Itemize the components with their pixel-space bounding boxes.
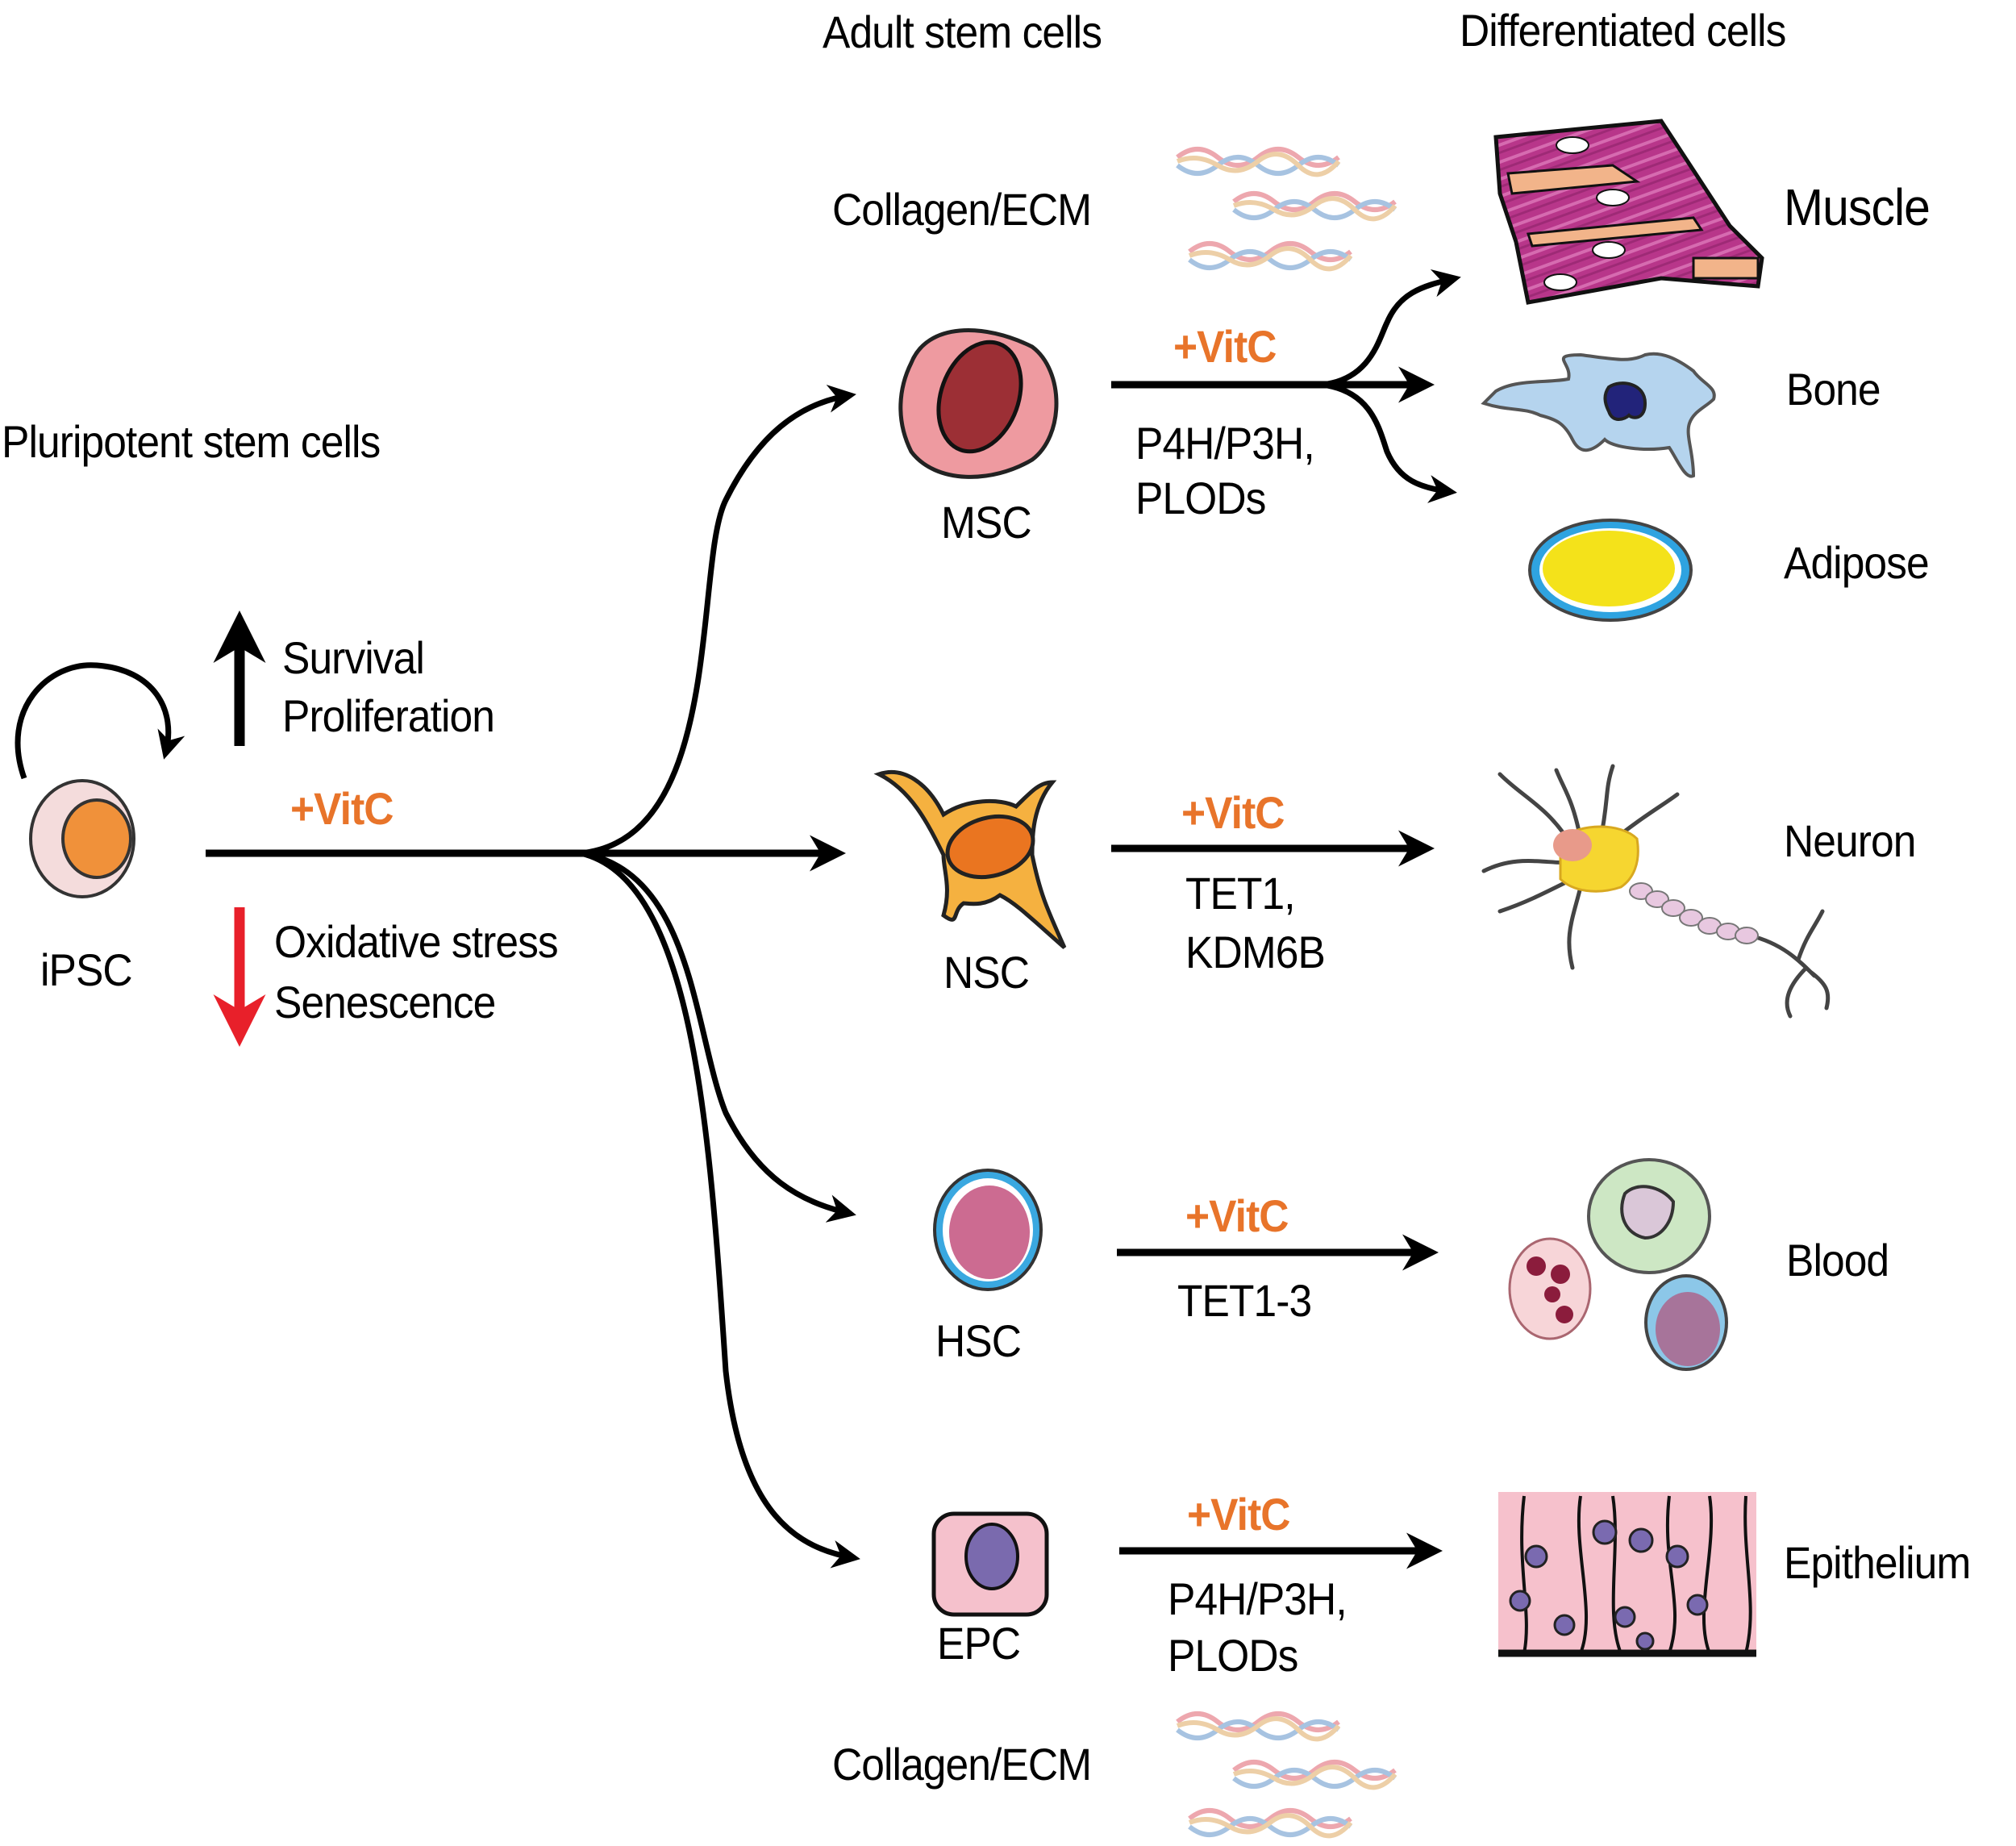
nsc-vitc-label: +VitC bbox=[1181, 787, 1285, 838]
msc-enzyme-1: P4H/P3H, bbox=[1135, 418, 1315, 469]
ipsc-vitc-label: +VitC bbox=[290, 783, 394, 834]
axon bbox=[1629, 882, 1759, 944]
epithelium-icon bbox=[1498, 1492, 1756, 1657]
msc-enzyme-2: PLODs bbox=[1135, 473, 1266, 523]
branch-arrows bbox=[206, 269, 1461, 1569]
epc-cell-icon bbox=[931, 1511, 1049, 1617]
header-pluripotent: Pluripotent stem cells bbox=[2, 416, 381, 467]
muscle-tissue-icon bbox=[1493, 119, 1764, 305]
collagen-fibers-icon-bottom bbox=[1176, 1711, 1397, 1839]
stem-label-msc: MSC bbox=[941, 497, 1032, 548]
stem-label-epc: EPC bbox=[937, 1618, 1021, 1669]
target-blood: Blood bbox=[1786, 1235, 1889, 1286]
adipose-cell-icon bbox=[1528, 519, 1693, 622]
collagen-label-bottom: Collagen/ECM bbox=[832, 1739, 1092, 1790]
ipsc-label: iPSC bbox=[40, 944, 133, 995]
neuron-icon bbox=[1481, 764, 1831, 1019]
nsc-cell-icon bbox=[873, 769, 1067, 949]
hsc-vitc-label: +VitC bbox=[1185, 1190, 1289, 1241]
effect-oxidative-stress: Oxidative stress bbox=[274, 916, 559, 967]
target-adipose: Adipose bbox=[1784, 537, 1930, 588]
header-differentiated: Differentiated cells bbox=[1460, 5, 1786, 56]
ipsc-cell-icon bbox=[29, 779, 135, 898]
epc-enzyme-1: P4H/P3H, bbox=[1168, 1573, 1347, 1624]
epc-enzyme-2: PLODs bbox=[1168, 1630, 1298, 1681]
collagen-fibers-icon-top bbox=[1176, 147, 1397, 272]
target-neuron: Neuron bbox=[1784, 815, 1916, 866]
collagen-label-top: Collagen/ECM bbox=[832, 184, 1092, 235]
target-muscle: Muscle bbox=[1784, 178, 1931, 236]
bone-cell-icon bbox=[1481, 352, 1716, 478]
stem-label-hsc: HSC bbox=[935, 1315, 1022, 1366]
blood-cells-icon bbox=[1508, 1158, 1728, 1371]
stem-label-nsc: NSC bbox=[943, 947, 1030, 998]
hsc-cell-icon bbox=[933, 1169, 1043, 1291]
nsc-enzyme-2: KDM6B bbox=[1185, 927, 1326, 977]
effect-senescence: Senescence bbox=[274, 977, 496, 1027]
effect-proliferation: Proliferation bbox=[282, 690, 495, 741]
effect-survival: Survival bbox=[282, 632, 425, 683]
nsc-enzyme-1: TET1, bbox=[1185, 868, 1296, 919]
msc-cell-icon bbox=[898, 328, 1059, 479]
msc-vitc-label: +VitC bbox=[1173, 321, 1277, 372]
target-epithelium: Epithelium bbox=[1784, 1537, 1971, 1588]
target-bone: Bone bbox=[1786, 364, 1881, 415]
header-adult: Adult stem cells bbox=[823, 6, 1102, 57]
epc-vitc-label: +VitC bbox=[1187, 1489, 1291, 1540]
hsc-enzyme-1: TET1-3 bbox=[1177, 1275, 1312, 1326]
self-renewal-arrow bbox=[15, 662, 185, 780]
